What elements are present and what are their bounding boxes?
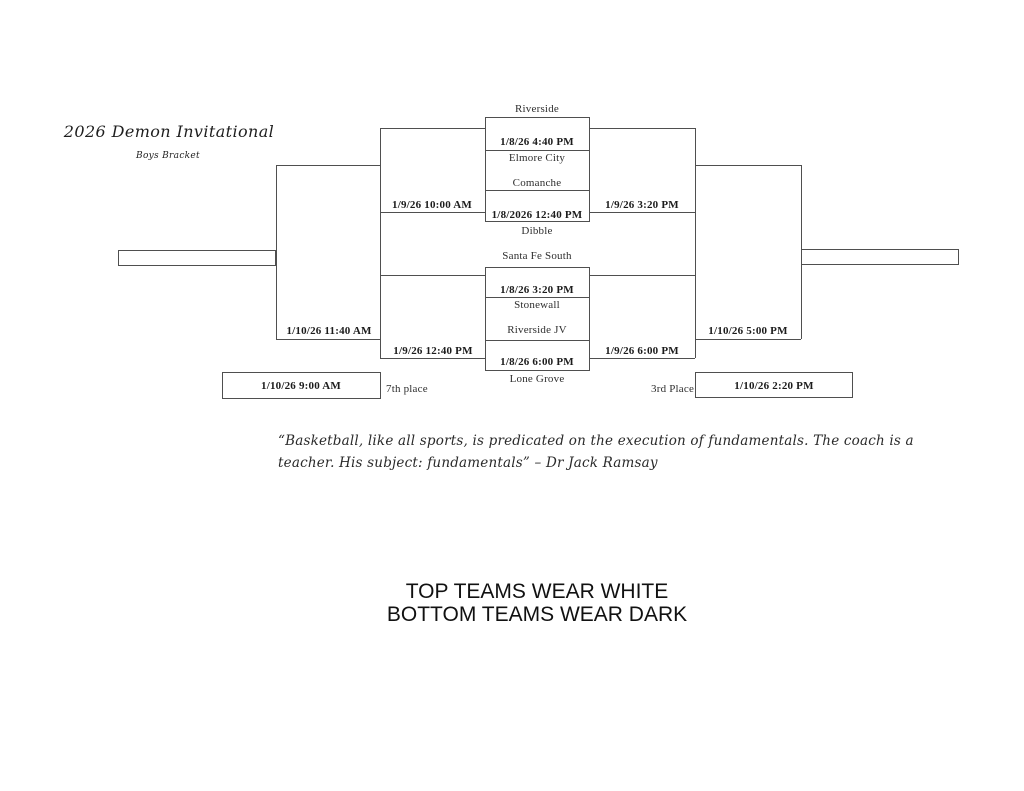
- seventh-place-box: [222, 372, 381, 399]
- team-lone-grove: Lone Grove: [509, 373, 565, 385]
- right-top-arm: [590, 128, 695, 129]
- quote-block: “Basketball, like all sports, is predica…: [278, 430, 914, 474]
- left-semifinal-bottom-time: 1/9/26 12:40 PM: [393, 345, 473, 357]
- quote-line-1: “Basketball, like all sports, is predica…: [278, 433, 914, 449]
- top-pod-divider-2: [485, 190, 590, 191]
- team-stonewall: Stonewall: [514, 299, 560, 311]
- uniform-note-line-2: BOTTOM TEAMS WEAR DARK: [386, 603, 688, 626]
- bottom-pod-divider-1: [485, 297, 590, 298]
- game-time-top-1: 1/8/26 4:40 PM: [500, 136, 574, 148]
- left-final-top-arm: [276, 165, 380, 166]
- bottom-pod-box: [485, 267, 590, 371]
- right-semifinal-bottom-line: [590, 358, 695, 359]
- left-final-bottom-line: [276, 339, 380, 340]
- top-pod-box: [485, 117, 590, 222]
- team-comanche: Comanche: [512, 177, 562, 189]
- right-semifinal-top-line: [590, 212, 695, 213]
- game-time-bottom-1: 1/8/26 3:20 PM: [500, 284, 574, 296]
- quote-line-2: teacher. His subject: fundamentals” – Dr…: [278, 455, 658, 471]
- game-time-bottom-2: 1/8/26 6:00 PM: [500, 356, 574, 368]
- left-final-vertical: [276, 165, 277, 340]
- game-time-top-2: 1/8/2026 12:40 PM: [491, 209, 583, 221]
- bottom-pod-divider-2: [485, 340, 590, 341]
- left-winner-box: [118, 250, 276, 266]
- left-mid-arm: [380, 275, 485, 276]
- right-winner-box: [801, 249, 959, 265]
- right-mid-arm: [590, 275, 695, 276]
- left-top-arm: [380, 128, 485, 129]
- right-semifinal-bottom-time: 1/9/26 6:00 PM: [605, 345, 679, 357]
- team-santa-fe-south: Santa Fe South: [502, 250, 572, 262]
- seventh-place-label: 7th place: [386, 383, 428, 395]
- team-elmore-city: Elmore City: [508, 152, 566, 164]
- team-riverside: Riverside: [515, 103, 559, 115]
- left-semifinal-vertical: [380, 128, 381, 358]
- right-semifinal-top-time: 1/9/26 3:20 PM: [605, 199, 679, 211]
- right-final-time: 1/10/26 5:00 PM: [708, 325, 788, 337]
- left-semifinal-top-line: [380, 212, 485, 213]
- left-semifinal-top-time: 1/9/26 10:00 AM: [392, 199, 472, 211]
- right-final-top-arm: [695, 165, 801, 166]
- left-semifinal-bottom-line: [380, 358, 485, 359]
- seventh-place-time: 1/10/26 9:00 AM: [261, 380, 341, 392]
- third-place-box: [695, 372, 853, 398]
- top-pod-divider-1: [485, 150, 590, 151]
- right-semifinal-vertical: [695, 128, 696, 358]
- team-dibble: Dibble: [521, 225, 553, 237]
- page-title: 2026 Demon Invitational: [63, 122, 275, 141]
- third-place-label: 3rd Place: [651, 383, 695, 395]
- page-subtitle: Boys Bracket: [136, 151, 200, 161]
- team-riverside-jv: Riverside JV: [507, 324, 567, 336]
- uniform-note: TOP TEAMS WEAR WHITE BOTTOM TEAMS WEAR D…: [387, 580, 687, 626]
- left-final-time: 1/10/26 11:40 AM: [286, 325, 372, 337]
- third-place-time: 1/10/26 2:20 PM: [734, 380, 814, 392]
- right-final-bottom-line: [695, 339, 801, 340]
- uniform-note-line-1: TOP TEAMS WEAR WHITE: [405, 580, 669, 603]
